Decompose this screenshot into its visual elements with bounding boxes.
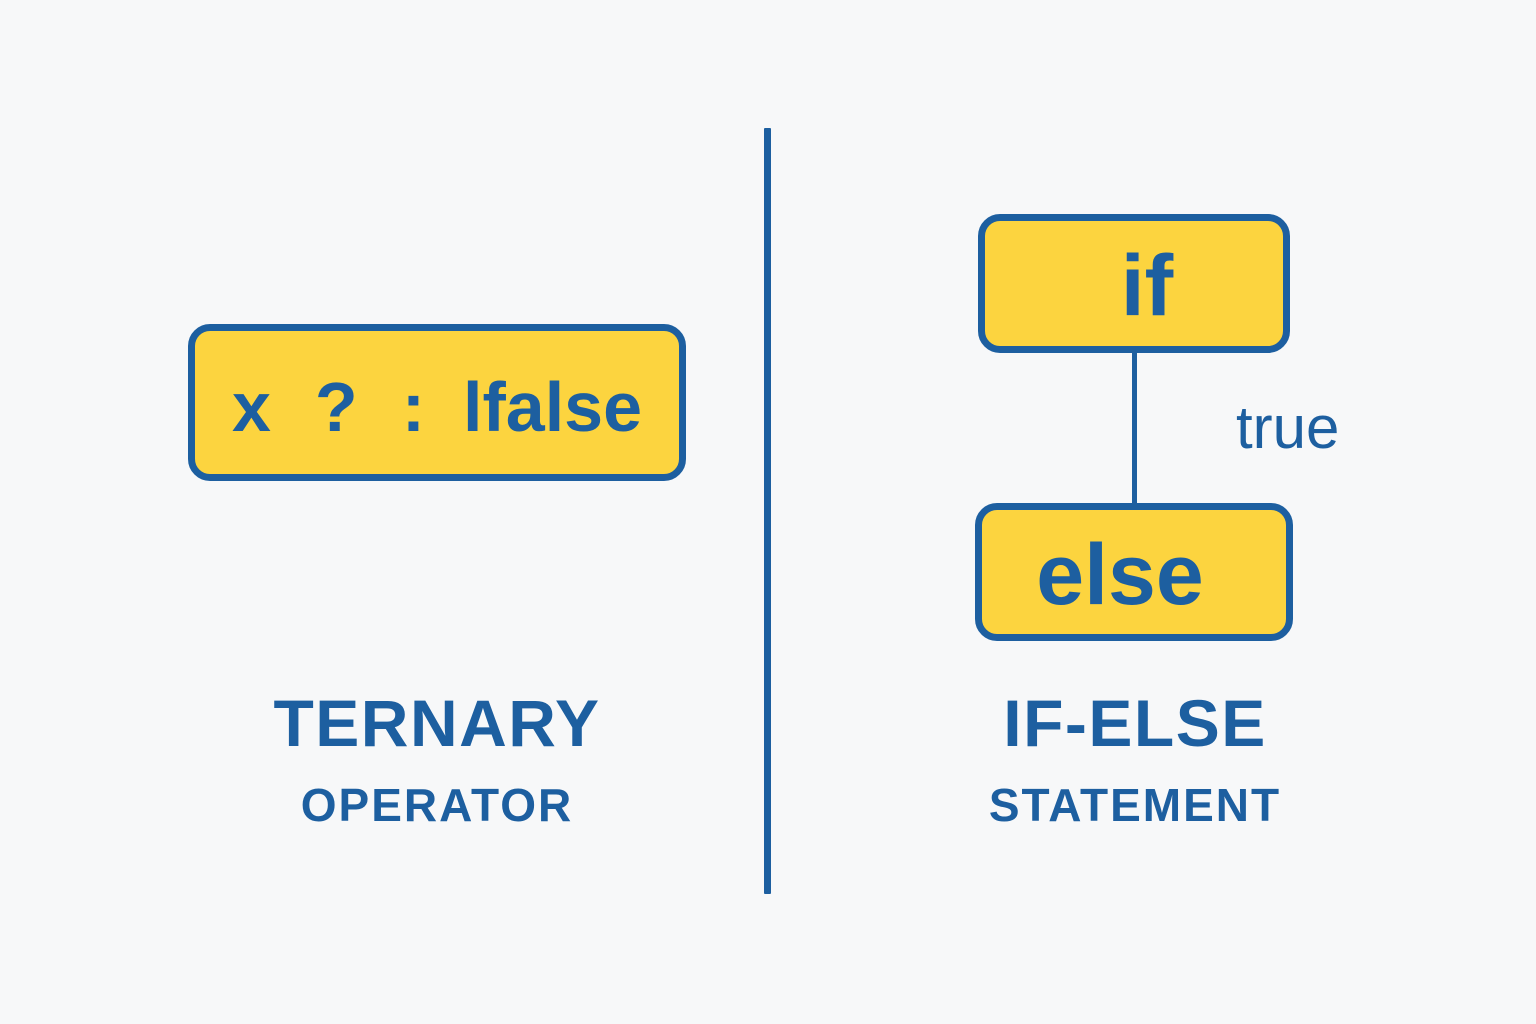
- ternary-token-variable: x: [231, 367, 271, 446]
- ternary-expression-text: x ? : lfalse: [232, 372, 642, 442]
- edge-label-true: true: [1236, 394, 1340, 461]
- ternary-caption: TERNARY OPERATOR: [137, 690, 737, 828]
- ternary-token-question: ?: [314, 367, 358, 446]
- vertical-divider: [764, 128, 771, 894]
- if-else-caption-subtitle: STATEMENT: [988, 779, 1282, 831]
- else-box[interactable]: else: [975, 503, 1293, 641]
- if-box-label: if: [1120, 237, 1174, 334]
- if-else-caption: IF-ELSE STATEMENT: [835, 690, 1435, 828]
- if-box[interactable]: if: [978, 214, 1290, 353]
- else-box-label: else: [1036, 527, 1204, 623]
- if-to-else-connector: [1132, 350, 1137, 506]
- ternary-token-false-branch: lfalse: [463, 367, 642, 446]
- ternary-caption-title: TERNARY: [273, 686, 601, 760]
- ternary-caption-subtitle: OPERATOR: [300, 779, 574, 831]
- ternary-token-colon: :: [401, 367, 425, 446]
- if-else-caption-title: IF-ELSE: [1003, 686, 1267, 760]
- ternary-expression-box[interactable]: x ? : lfalse: [188, 324, 686, 481]
